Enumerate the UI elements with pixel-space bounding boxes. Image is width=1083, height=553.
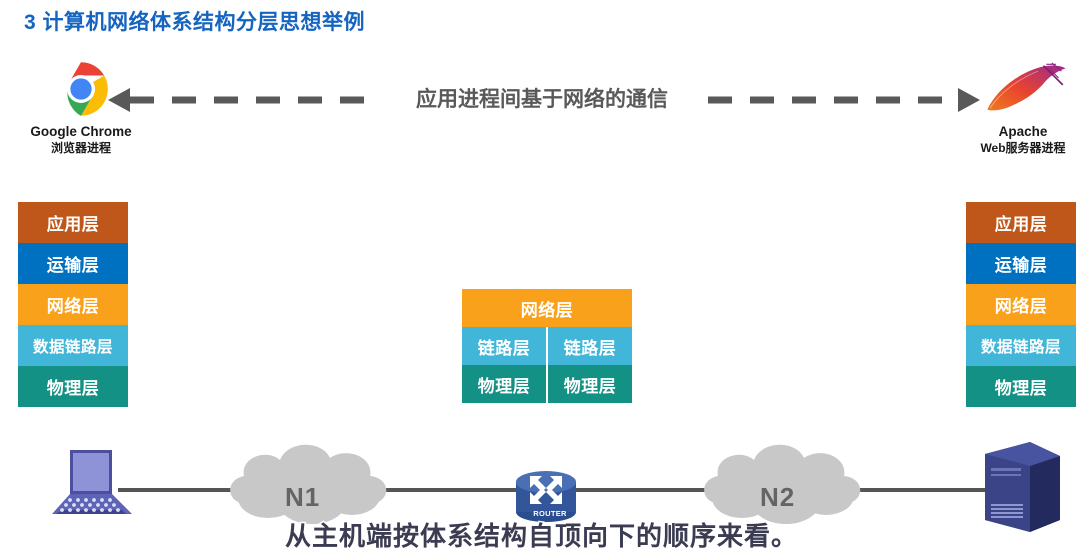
layer-network-left: 网络层 [18, 284, 128, 325]
page-title: 3 计算机网络体系结构分层思想举例 [24, 11, 366, 34]
host-stack-left: 应用层 运输层 网络层 数据链路层 物理层 [18, 202, 128, 407]
apache-feather-logo [948, 60, 1083, 118]
cloud-n2 [704, 444, 861, 524]
overlay-caption: 从主机端按体系结构自顶向下的顺序来看。 [283, 520, 798, 553]
router-layer-link-row: 链路层 链路层 [462, 327, 632, 365]
layer-datalink-right: 数据链路层 [966, 325, 1076, 366]
cloud-label-n1: N1 [285, 482, 321, 512]
host-stack-right: 应用层 运输层 网络层 数据链路层 物理层 [966, 202, 1076, 407]
server-process-block: Apache Web服务器进程 [948, 60, 1083, 155]
client-process-role: 浏览器进程 [50, 140, 111, 155]
layer-network-right: 网络层 [966, 284, 1076, 325]
laptop-icon [52, 450, 132, 514]
layer-physical-left: 物理层 [18, 366, 128, 407]
layer-datalink-left: 数据链路层 [18, 325, 128, 366]
layer-application-right: 应用层 [966, 202, 1076, 243]
server-process-name: Apache [998, 124, 1048, 139]
router-stack: 网络层 链路层 链路层 物理层 物理层 [462, 289, 632, 403]
communication-label: 应用进程间基于网络的通信 [416, 88, 668, 111]
router-layer-physical-row: 物理层 物理层 [462, 365, 632, 403]
router-layer-physical-left: 物理层 [462, 365, 546, 403]
cloud-n1 [230, 444, 387, 524]
router-icon-label: ROUTER [533, 509, 567, 518]
router-icon [516, 471, 576, 522]
layer-transport-left: 运输层 [18, 243, 128, 284]
layer-transport-right: 运输层 [966, 243, 1076, 284]
server-tower-icon [985, 442, 1060, 532]
google-chrome-logo [6, 60, 156, 118]
router-layer-link-left: 链路层 [462, 327, 546, 365]
client-process-block: Google Chrome 浏览器进程 [6, 60, 156, 155]
server-process-role: Web服务器进程 [980, 140, 1066, 155]
cloud-label-n2: N2 [760, 482, 796, 512]
layer-application-left: 应用层 [18, 202, 128, 243]
client-process-name: Google Chrome [30, 124, 132, 139]
router-layer-physical-right: 物理层 [546, 365, 632, 403]
router-layer-network: 网络层 [462, 289, 632, 327]
router-layer-link-right: 链路层 [546, 327, 632, 365]
network-topology [52, 442, 1060, 532]
communication-arrow [108, 88, 980, 112]
layer-physical-right: 物理层 [966, 366, 1076, 407]
